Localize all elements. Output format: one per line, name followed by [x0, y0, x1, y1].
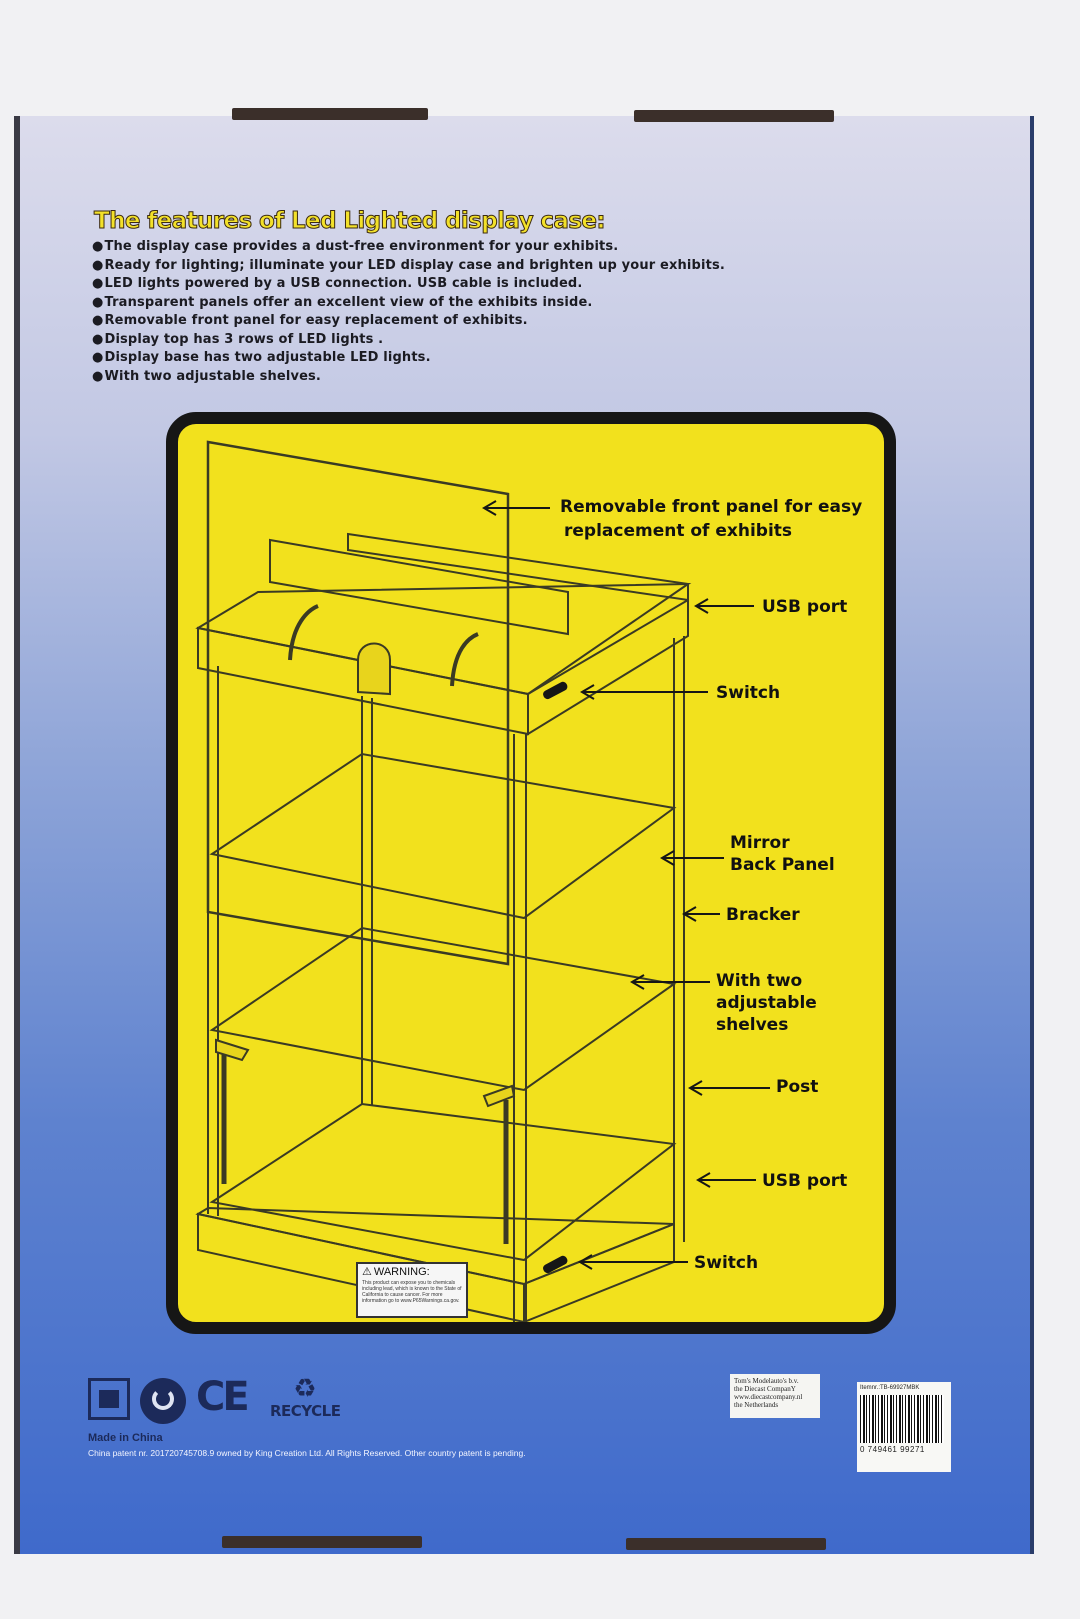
callout-post: Post [776, 1077, 819, 1097]
warning-text: This product can expose you to chemicals… [362, 1280, 462, 1304]
importer-line: the Netherlands [734, 1401, 779, 1409]
callout-usb-top: USB port [762, 597, 848, 617]
callout-bracker: Bracker [726, 905, 800, 925]
callout-line: With two [716, 971, 803, 991]
importer-sticker: Tom's Modelauto's b.v. the Diecast Compa… [730, 1374, 820, 1418]
callout-line: Back Panel [730, 855, 835, 875]
callout-line: Removable front panel for easy [560, 497, 863, 517]
importer-line: www.diecastcompany.nl [734, 1393, 803, 1401]
importer-line: Tom's Modelauto's b.v. [734, 1377, 799, 1385]
callout-usb-bottom: USB port [762, 1171, 848, 1191]
callout-line: replacement of exhibits [564, 521, 793, 541]
warning-heading: ⚠WARNING: [362, 1266, 462, 1278]
feature-item: The display case provides a dust-free en… [92, 238, 725, 257]
callout-switch-bottom: Switch [694, 1253, 759, 1273]
feature-item: Removable front panel for easy replaceme… [92, 312, 725, 331]
recycle-triangle-icon: ♻ [293, 1374, 317, 1404]
fragile-box-icon [88, 1378, 130, 1420]
patent-notice: China patent nr. 201720745708.9 owned by… [88, 1448, 526, 1458]
barcode-label: Itemnr.:TB-69927MBK 0 749461 99271 [857, 1382, 951, 1472]
warning-title: WARNING: [373, 1266, 430, 1278]
warning-label: ⚠WARNING: This product can expose you to… [356, 1262, 468, 1318]
feature-item: With two adjustable shelves. [92, 368, 725, 387]
top-left-tab [232, 108, 428, 120]
ce-mark-icon: CE [196, 1374, 250, 1420]
feature-item: Ready for lighting; illuminate your LED … [92, 257, 725, 276]
callout-mirror-back-panel: Mirror Back Panel [730, 832, 835, 876]
diagram-panel: Removable front panel for easy replaceme… [166, 412, 896, 1334]
callout-line: shelves [716, 1015, 789, 1035]
callout-line: adjustable [716, 993, 817, 1013]
item-number: Itemnr.:TB-69927MBK [860, 1385, 920, 1391]
features-list: The display case provides a dust-free en… [92, 238, 725, 386]
bottom-right-tab [626, 1538, 826, 1550]
feature-item: Transparent panels offer an excellent vi… [92, 294, 725, 313]
callout-switch-top: Switch [716, 683, 781, 703]
features-heading: The features of Led Lighted display case… [93, 208, 606, 235]
feature-item: LED lights powered by a USB connection. … [92, 275, 725, 294]
package-face: The features of Led Lighted display case… [20, 116, 1030, 1554]
feature-item: Display top has 3 rows of LED lights . [92, 331, 725, 350]
made-in-china: Made in China [88, 1432, 163, 1444]
bottom-left-tab [222, 1536, 422, 1548]
feature-item: Display base has two adjustable LED ligh… [92, 349, 725, 368]
warning-triangle-icon: ⚠ [362, 1266, 372, 1278]
recycle-logo-icon [140, 1378, 186, 1424]
top-right-tab [634, 110, 834, 122]
display-case-drawing [195, 440, 770, 1322]
callout-line: Mirror [730, 833, 790, 853]
callout-shelves: With two adjustable shelves [716, 970, 817, 1036]
recycle-symbol-icon: ♻ RECYCLE [270, 1374, 341, 1420]
barcode-icon [860, 1395, 944, 1443]
callout-front-panel: Removable front panel for easy replaceme… [560, 496, 862, 542]
recycle-label: RECYCLE [270, 1402, 341, 1420]
importer-line: the Diecast CompanY [734, 1385, 796, 1393]
barcode-number: 0 749461 99271 [860, 1445, 925, 1454]
